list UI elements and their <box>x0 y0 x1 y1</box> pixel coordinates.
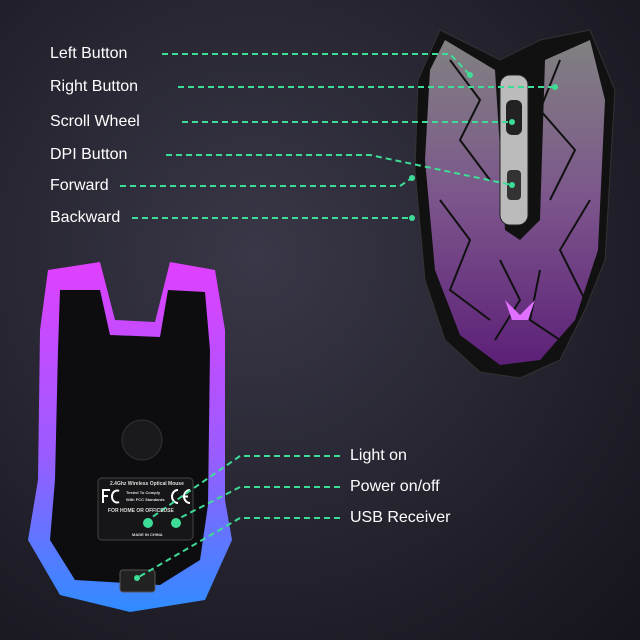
sticker-fcc-line2: With FCC Standards <box>126 497 165 502</box>
label-right-button: Right Button <box>50 78 139 95</box>
fcc-logo-icon <box>102 489 120 504</box>
label-light-on: Light on <box>350 447 407 464</box>
sticker-fcc-line1: Tested To Comply <box>126 490 161 495</box>
mouse-bottom-view <box>28 262 232 612</box>
mouse-top-view <box>414 29 616 379</box>
label-forward: Forward <box>50 177 109 194</box>
label-dpi-button: DPI Button <box>50 146 128 163</box>
logo-icon <box>505 300 535 320</box>
label-backward: Backward <box>50 209 121 226</box>
sticker-use: FOR HOME OR OFFICEUSE <box>108 508 174 514</box>
label-left-button: Left Button <box>50 45 128 62</box>
callout-lines <box>120 53 555 579</box>
sticker-origin: MADE IN CHINA <box>132 532 163 537</box>
label-scroll-wheel: Scroll Wheel <box>50 113 140 130</box>
label-usb-receiver: USB Receiver <box>350 509 451 526</box>
sticker-title: 2.4Ghz Wireless Optical Mouse <box>110 481 184 487</box>
label-power-switch: Power on/off <box>350 478 440 495</box>
